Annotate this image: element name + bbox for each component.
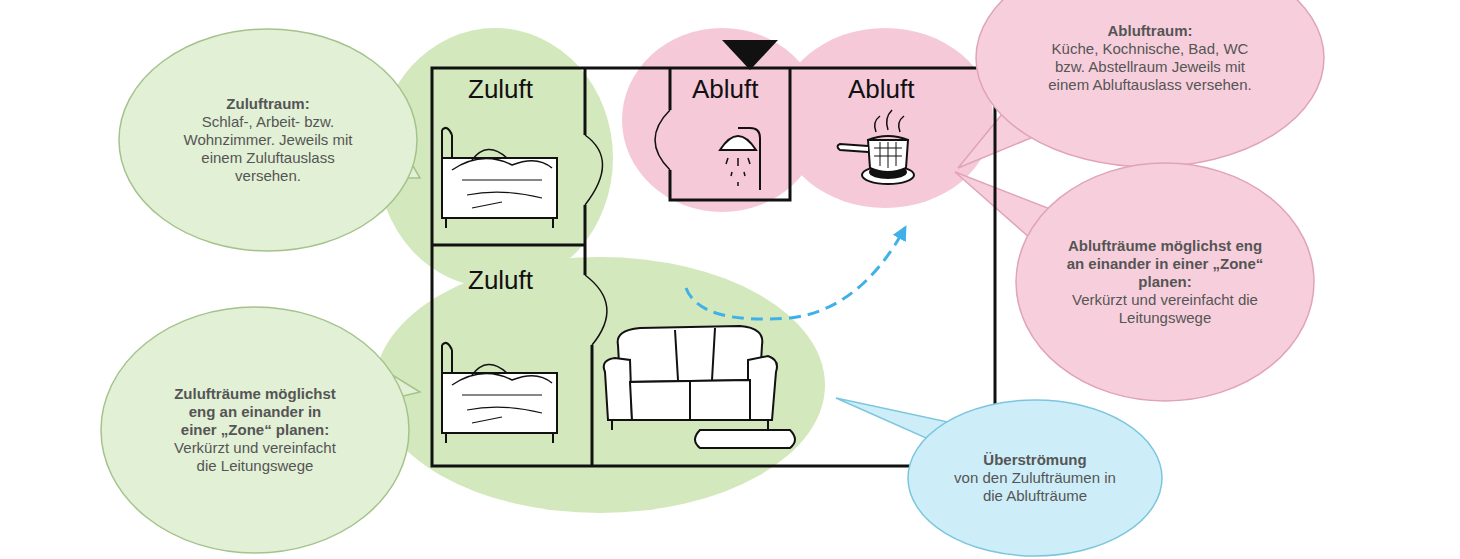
walls (432, 68, 995, 466)
bubble-body: Verkürzt und vereinfacht die Leitungsweg… (1063, 291, 1268, 327)
bubble-heading: Ablufträume möglichst eng an einander in… (1063, 237, 1268, 291)
cooking-pot-icon (838, 110, 915, 184)
bubble-content: Abluftraum:Küche, Kochnische, Bad, WC bz… (975, 0, 1325, 168)
bubble-ellipse (119, 29, 417, 251)
bubble-text: Abluftraum:Küche, Kochnische, Bad, WC bz… (1043, 22, 1258, 94)
bubble-content: Zuluftraum:Schlaf-, Arbeit- bzw. Wohnzim… (118, 28, 418, 252)
speech-bubble: Überströmungvon den Zulufträumen in die … (907, 399, 1163, 557)
speech-bubble: Ablufträume möglichst eng an einander in… (1015, 162, 1315, 402)
bubble-ellipse (976, 0, 1324, 167)
bubble-heading: Zulufträume möglichst eng an einander in… (173, 385, 338, 439)
entrance-marker (722, 40, 778, 70)
bubble-heading: Überströmung (953, 451, 1118, 469)
bed-icon (442, 128, 557, 228)
door-swings (585, 110, 670, 345)
bubble-body: von den Zulufträumen in die Ablufträume (953, 469, 1118, 505)
supply-zone (375, 257, 825, 513)
bubble-content: Zulufträume möglichst eng an einander in… (100, 306, 410, 554)
exhaust-zone (777, 28, 993, 208)
bubble-heading: Zuluftraum: (183, 95, 353, 113)
speech-bubble: Zuluftraum:Schlaf-, Arbeit- bzw. Wohnzim… (118, 28, 418, 252)
bubble-content: Überströmungvon den Zulufträumen in die … (907, 399, 1163, 557)
room-label: Zuluft (468, 265, 533, 296)
overflow-arrow (686, 228, 905, 319)
speech-bubble: Abluftraum:Küche, Kochnische, Bad, WC bz… (975, 0, 1325, 168)
bubble-body: Küche, Kochnische, Bad, WC bzw. Abstellr… (1043, 40, 1258, 94)
bubble-ellipse (908, 400, 1162, 556)
bubble-body: Verkürzt und vereinfacht die Leitungsweg… (173, 439, 338, 475)
bubble-content: Ablufträume möglichst eng an einander in… (1015, 162, 1315, 402)
bubble-body: Schlaf-, Arbeit- bzw. Wohnzimmer. Jeweil… (183, 113, 353, 185)
bubble-text: Ablufträume möglichst eng an einander in… (1063, 237, 1268, 327)
speech-bubble: Zulufträume möglichst eng an einander in… (100, 306, 410, 554)
room-label: Abluft (848, 74, 915, 105)
bubble-text: Zulufträume möglichst eng an einander in… (173, 385, 338, 475)
bubble-ellipse (1016, 163, 1314, 401)
bed-icon (442, 343, 557, 443)
room: Zuluft (468, 74, 533, 105)
shower-icon (720, 128, 760, 190)
bubble-heading: Abluftraum: (1043, 22, 1258, 40)
bubble-text: Überströmungvon den Zulufträumen in die … (953, 451, 1118, 505)
room: Abluft (848, 74, 915, 105)
sofa-icon (604, 326, 795, 448)
room-label: Zuluft (468, 74, 533, 105)
room: Zuluft (468, 265, 533, 296)
bubble-ellipse (101, 307, 409, 553)
room: Abluft (692, 74, 759, 105)
room-label: Abluft (692, 74, 759, 105)
bubble-text: Zuluftraum:Schlaf-, Arbeit- bzw. Wohnzim… (183, 95, 353, 185)
